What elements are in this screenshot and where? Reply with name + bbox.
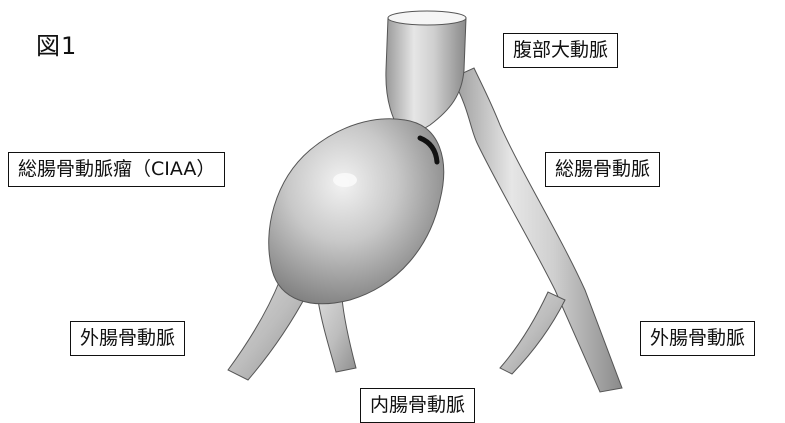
label-abdominal-aorta: 腹部大動脈 [503,33,618,68]
right-internal-iliac-vessel [500,292,565,374]
label-internal-iliac-artery: 内腸骨動脈 [360,388,475,423]
left-internal-iliac-vessel [318,298,356,372]
label-common-iliac-aneurysm: 総腸骨動脈瘤（CIAA） [8,152,225,187]
label-common-iliac-artery: 総腸骨動脈 [545,152,660,187]
label-external-iliac-left: 外腸骨動脈 [70,321,185,356]
figure-title: 図1 [36,26,77,61]
ciaa-aneurysm [269,119,444,304]
aneurysm-highlight [333,173,357,187]
aorta-opening [388,11,466,25]
label-external-iliac-right: 外腸骨動脈 [640,321,755,356]
